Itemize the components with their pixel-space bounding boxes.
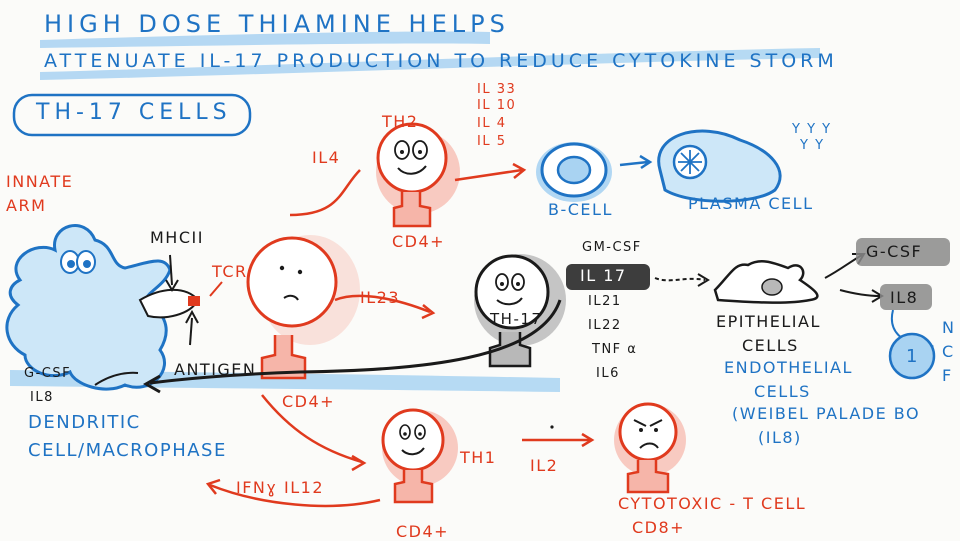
- th17-cytokine-il17: IL 17: [580, 266, 627, 285]
- dendritic-cell-body: [5, 224, 172, 391]
- neutrophil-number: 1: [906, 346, 919, 367]
- th17-cytokine-il22: IL22: [588, 318, 622, 333]
- b-cell-drawing: [536, 142, 612, 202]
- antibodies-row-1: Y Y Y: [792, 122, 832, 137]
- mhc-label: MHCII: [150, 228, 204, 247]
- il17-highlight: [566, 264, 650, 290]
- epithelial-label-1: EPITHELIAL: [716, 312, 821, 331]
- endothelial-label-2: CELLS: [754, 382, 811, 401]
- b-cell-label: B-CELL: [548, 200, 613, 219]
- th2-cytokine-4: IL 5: [477, 134, 507, 149]
- antigen-marker: [188, 296, 200, 306]
- neutrophil-circle: [888, 332, 936, 380]
- tcr-label: TCR: [212, 262, 248, 281]
- epithelial-cell-drawing: [713, 260, 819, 304]
- endothelial-label-1: ENDOTHELIAL: [724, 358, 853, 377]
- cytotoxic-cell: [614, 402, 686, 494]
- th17-title: TH-17 CELLS: [36, 100, 232, 125]
- plasma-cell-label: PLASMA CELL: [688, 194, 814, 213]
- il8-right-highlight: [880, 284, 932, 310]
- dendritic-gcsf-label: G-CSF: [24, 366, 72, 381]
- center-cd4-cell: [246, 235, 360, 380]
- innate-label-2: ARM: [6, 196, 47, 215]
- th1-il2-label: IL2: [530, 456, 559, 475]
- il23-label: IL23: [360, 288, 400, 307]
- th1-cd4-label: CD4+: [396, 522, 450, 541]
- antigen-label: ANTIGEN: [174, 360, 257, 379]
- title-line1: HIGH DOSE THIAMINE HELPS: [44, 10, 510, 38]
- th2-cell: [376, 122, 460, 228]
- th1-ifn-label: IFNɣ IL12: [236, 478, 324, 497]
- th2-cytokine-1: IL 33: [477, 82, 517, 97]
- gcsf-right-highlight: [856, 238, 950, 266]
- th17-cell: [474, 254, 566, 368]
- th2-cd4-label: CD4+: [392, 232, 446, 251]
- cytotoxic-label: CYTOTOXIC - T CELL: [618, 494, 807, 513]
- th17-title-box: [12, 93, 252, 137]
- return-arrow: [149, 299, 562, 385]
- center-cd4-label: CD4+: [282, 392, 336, 411]
- dendritic-label-1: DENDRITIC: [28, 412, 141, 433]
- th17-cytokine-gmcsf: GM-CSF: [582, 240, 642, 255]
- dendritic-label-2: CELL/MACROPHASE: [28, 440, 227, 461]
- dendritic-eyes: [60, 250, 96, 274]
- th2-cytokine-3: IL 4: [477, 116, 507, 131]
- th2-cytokine-2: IL 10: [477, 98, 517, 113]
- right-gcsf-label: G-CSF: [866, 242, 923, 261]
- th17-cytokine-tnf: TNF α: [592, 342, 638, 357]
- innate-label-1: INNATE: [6, 172, 74, 191]
- title-line2: ATTENUATE IL-17 PRODUCTION TO REDUCE CYT…: [44, 50, 838, 72]
- th1-cell: [381, 408, 458, 504]
- right-n-label: N: [942, 318, 956, 337]
- th17-cell-label: TH-17: [490, 310, 543, 328]
- antibodies-row-2: Y Y: [800, 138, 825, 153]
- endothelial-label-4: (IL8): [758, 428, 802, 447]
- th2-label: TH2: [382, 112, 419, 131]
- th17-cytokine-il21: IL21: [588, 294, 622, 309]
- th17-cytokine-il6: IL6: [596, 366, 620, 381]
- plasma-cell-drawing: [657, 129, 782, 203]
- th2-il4-input: IL4: [312, 148, 341, 167]
- cytotoxic-cd8-label: CD8+: [632, 518, 686, 537]
- endothelial-label-3: (WEIBEL PALADE BO: [732, 404, 921, 423]
- right-il8-label: IL8: [890, 288, 919, 307]
- th1-label: TH1: [460, 448, 497, 467]
- epithelial-label-2: CELLS: [742, 336, 799, 355]
- right-f-label: F: [942, 366, 953, 385]
- right-c-label: C: [942, 342, 955, 361]
- dendritic-il8-label: IL8: [30, 390, 54, 405]
